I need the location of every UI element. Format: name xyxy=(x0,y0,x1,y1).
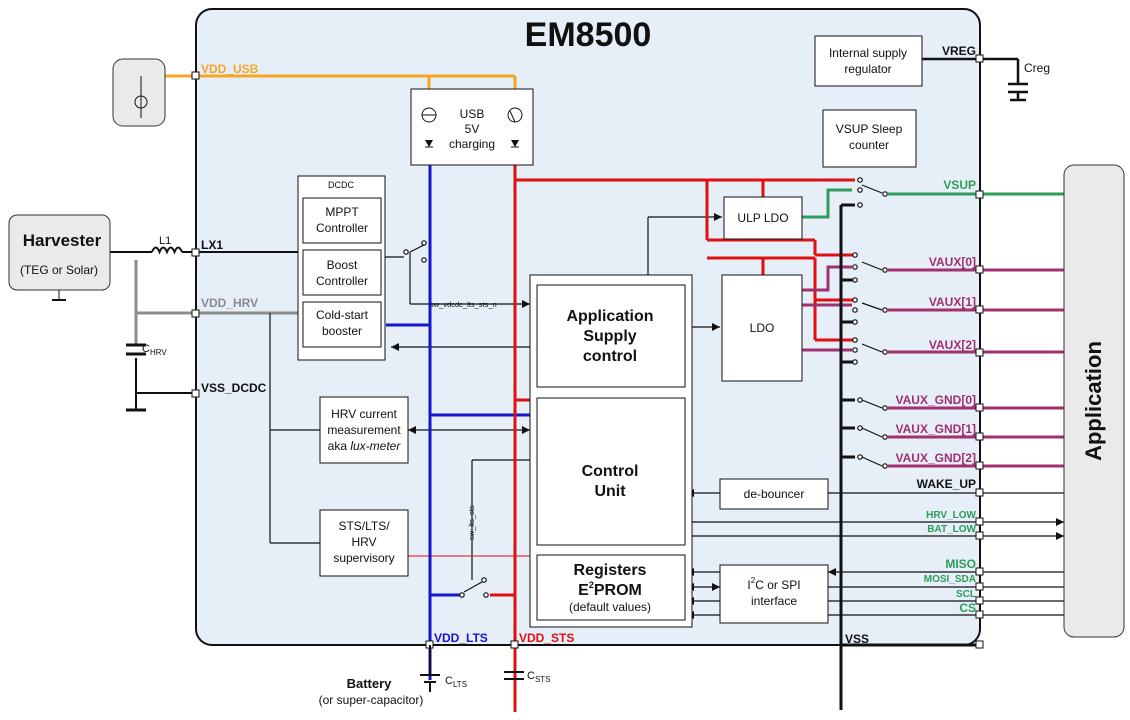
block-supervisory: STS/LTS/ HRV supervisory xyxy=(319,509,409,577)
pin-vdd-lts: VDD_LTS xyxy=(434,631,488,645)
usb-source xyxy=(112,58,166,127)
svg-text:HRV: HRV xyxy=(351,535,376,549)
pin-miso: MISO xyxy=(945,557,976,571)
svg-text:supervisory: supervisory xyxy=(333,551,394,565)
svg-text:charging: charging xyxy=(449,137,495,151)
block-debouncer: de-bouncer xyxy=(719,478,829,510)
svg-text:Control: Control xyxy=(582,463,639,480)
pin-mosi-sda: MOSI_SDA xyxy=(924,574,976,585)
pin-vss-dcdc: VSS_DCDC xyxy=(201,381,267,395)
block-i2c-spi: I2C or SPI interface xyxy=(719,564,829,624)
pin-cs: CS xyxy=(959,601,976,615)
capacitor-chrv xyxy=(126,343,146,356)
svg-text:Supply: Supply xyxy=(583,328,636,345)
pin-markers xyxy=(191,54,984,649)
label-battery: Battery xyxy=(347,676,393,691)
block-ulp-ldo: ULP LDO xyxy=(723,196,803,240)
signal-sw-lts-sts: sw_lts_sts xyxy=(467,505,476,540)
pin-vaux-gnd0: VAUX_GND[0] xyxy=(896,393,976,407)
inductor-l1 xyxy=(151,246,183,255)
label-battery-sub: (or super-capacitor) xyxy=(319,693,424,707)
pin-bat-low: BAT_LOW xyxy=(927,524,976,535)
svg-text:LDO: LDO xyxy=(750,321,775,335)
pin-vsup: VSUP xyxy=(943,178,976,192)
svg-text:HRV current: HRV current xyxy=(331,407,397,421)
pin-vreg: VREG xyxy=(942,44,976,58)
svg-text:Application: Application xyxy=(1081,341,1106,461)
svg-text:USB: USB xyxy=(460,107,485,121)
block-usb-charging: USB 5V charging xyxy=(410,88,534,166)
svg-text:Application: Application xyxy=(566,308,653,325)
block-ldo: LDO xyxy=(721,274,803,382)
svg-text:I2C or SPI: I2C or SPI xyxy=(747,576,800,592)
block-app-core: Application Supply control Control Unit … xyxy=(529,274,693,628)
svg-text:(TEG or Solar): (TEG or Solar) xyxy=(20,263,98,277)
svg-text:measurement: measurement xyxy=(327,423,401,437)
svg-text:Boost: Boost xyxy=(327,258,358,272)
pin-vdd-sts: VDD_STS xyxy=(519,631,574,645)
block-dcdc: DCDC MPPT Controller Boost Controller Co… xyxy=(297,175,386,361)
svg-text:STS/LTS/: STS/LTS/ xyxy=(338,519,390,533)
svg-text:Controller: Controller xyxy=(316,274,368,288)
svg-text:Controller: Controller xyxy=(316,221,368,235)
svg-text:Unit: Unit xyxy=(594,483,626,500)
signal-sw-vdcdc: sw_vdcdc_lts_sts_n xyxy=(430,300,497,309)
svg-text:regulator: regulator xyxy=(844,62,891,76)
svg-text:control: control xyxy=(583,348,637,365)
label-clts: CLTS xyxy=(445,675,467,689)
svg-text:counter: counter xyxy=(849,138,889,152)
svg-text:Registers: Registers xyxy=(574,562,647,579)
pin-scl: SCL xyxy=(956,589,976,600)
hrv-rail xyxy=(134,260,302,345)
block-internal-supply: Internal supply regulator xyxy=(814,35,923,87)
pin-vdd-hrv: VDD_HRV xyxy=(201,296,258,310)
block-hrv-measurement: HRV current measurement aka lux-meter xyxy=(319,396,409,464)
application-box: Application xyxy=(1063,164,1125,638)
pin-vdd-usb: VDD_USB xyxy=(201,62,259,76)
block-vsup-sleep-counter: VSUP Sleep counter xyxy=(822,109,917,168)
label-l1: L1 xyxy=(159,235,171,247)
label-creg: Creg xyxy=(1024,61,1050,75)
svg-text:interface: interface xyxy=(751,594,797,608)
pin-vaux-gnd2: VAUX_GND[2] xyxy=(896,451,976,465)
sts-rail xyxy=(490,165,855,712)
label-csts: CSTS xyxy=(527,670,551,684)
pin-vaux1: VAUX[1] xyxy=(929,295,976,309)
svg-text:DCDC: DCDC xyxy=(328,180,354,190)
lts-rail xyxy=(386,165,530,680)
harvester-leads xyxy=(110,251,302,410)
svg-text:MPPT: MPPT xyxy=(325,205,359,219)
battery-capacitor xyxy=(420,645,524,692)
switches xyxy=(403,177,888,598)
svg-text:E2PROM: E2PROM xyxy=(578,580,642,599)
svg-text:booster: booster xyxy=(322,324,362,338)
pin-hrv-low: HRV_LOW xyxy=(926,510,976,521)
svg-text:ULP LDO: ULP LDO xyxy=(737,211,788,225)
svg-text:Cold-start: Cold-start xyxy=(316,308,369,322)
svg-text:VSUP Sleep: VSUP Sleep xyxy=(836,122,903,136)
vreg-wire xyxy=(922,57,1028,102)
svg-text:Harvester: Harvester xyxy=(23,231,102,250)
label-chrv: CHRV xyxy=(142,343,167,357)
svg-text:(default values): (default values) xyxy=(569,600,651,614)
pin-wake-up: WAKE_UP xyxy=(917,477,976,491)
pin-vaux-gnd1: VAUX_GND[1] xyxy=(896,422,976,436)
svg-text:aka lux-meter: aka lux-meter xyxy=(328,439,402,453)
svg-text:de-bouncer: de-bouncer xyxy=(744,487,805,501)
internal-signals xyxy=(269,216,1064,616)
chip-title: EM8500 xyxy=(525,16,652,54)
svg-text:Internal supply: Internal supply xyxy=(829,46,907,60)
svg-text:5V: 5V xyxy=(465,122,480,136)
pin-vaux0: VAUX[0] xyxy=(929,255,976,269)
harvester-box: Harvester (TEG or Solar) xyxy=(8,214,111,301)
pin-lx1: LX1 xyxy=(201,238,223,252)
pin-vaux2: VAUX[2] xyxy=(929,338,976,352)
pin-vss: VSS xyxy=(845,632,869,646)
